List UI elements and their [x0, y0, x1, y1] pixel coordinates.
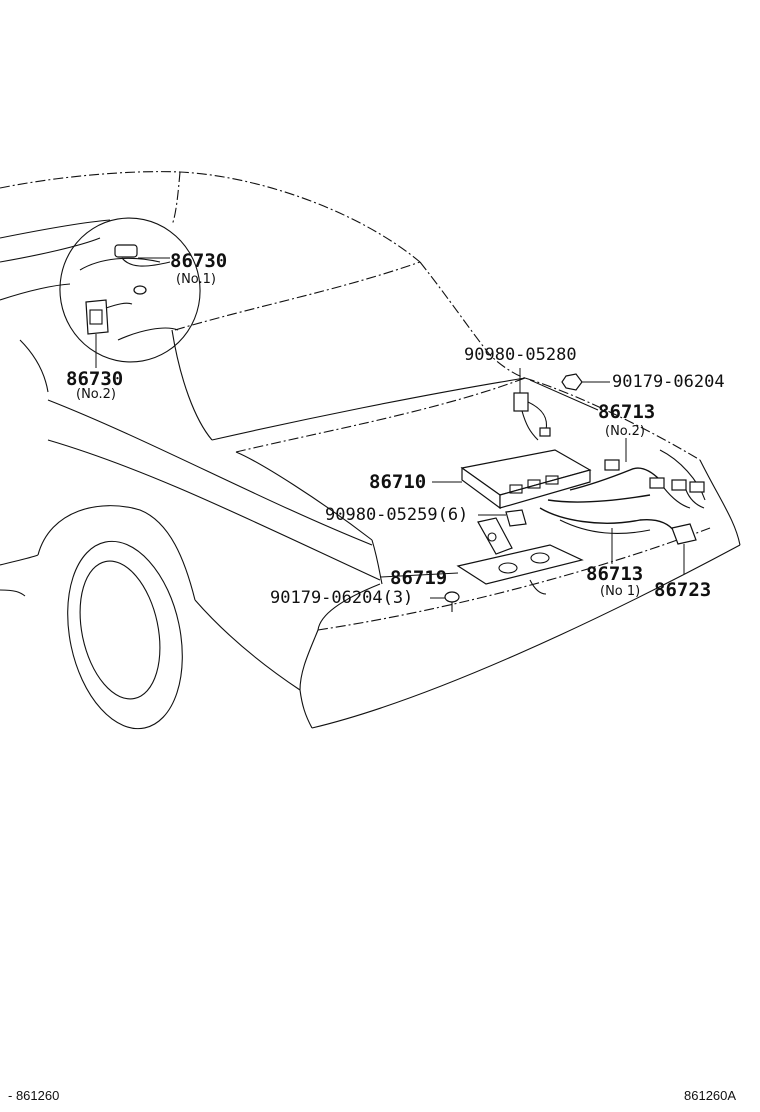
label-86730-no1-sub: (No.1) [176, 272, 216, 287]
part-drawings [85, 244, 705, 612]
label-90179-06204-bottom: 90179-06204(3) [270, 588, 413, 608]
label-86730-no2-sub: (No.2) [76, 387, 116, 402]
label-86730-no1: 86730 [170, 250, 227, 272]
label-86713-no2: 86713 [598, 401, 655, 423]
label-86730-no2: 86730 [66, 368, 123, 390]
label-86719: 86719 [390, 567, 447, 589]
label-86713-no1: 86713 [586, 563, 643, 585]
part-labels: 86730 (No.1) 86730 (No.2) 90980-05280 90… [66, 250, 725, 608]
leader-lines [95, 257, 685, 599]
footer-code-left: - 861260 [8, 1088, 59, 1103]
label-86710: 86710 [369, 471, 426, 493]
label-90179-06204-top: 90179-06204 [612, 372, 725, 392]
label-90980-05259: 90980-05259(6) [325, 505, 468, 525]
label-90980-05280: 90980-05280 [464, 345, 577, 365]
label-86713-no2-sub: (No.2) [605, 424, 645, 439]
footer-code-right: 861260A [684, 1088, 736, 1103]
car-body-outline [0, 171, 741, 730]
label-86713-no1-sub: (No 1) [600, 584, 640, 599]
label-86723: 86723 [654, 579, 711, 601]
